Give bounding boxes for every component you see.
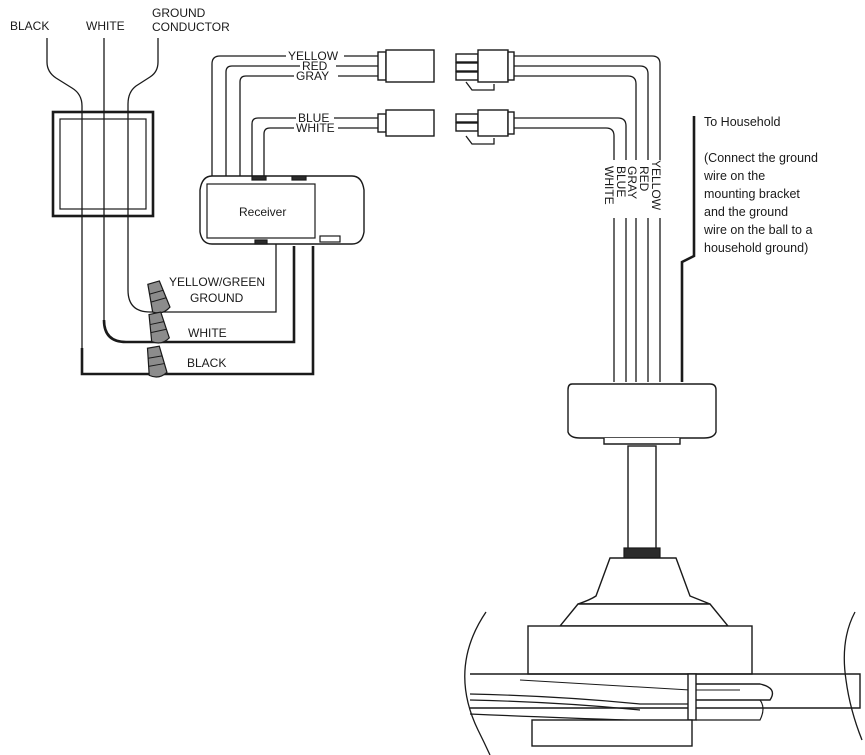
fan-label-blue: BLUE xyxy=(614,166,628,197)
fan-plug-3pin xyxy=(455,49,515,91)
supply-wire-ground xyxy=(127,38,159,290)
household-note-title: To Household xyxy=(704,115,780,129)
household-note-line: mounting bracket xyxy=(704,187,800,201)
junction-box xyxy=(51,110,155,218)
receiver-label: Receiver xyxy=(239,205,286,219)
output-label-yellow: YELLOW xyxy=(288,49,339,63)
output-label-white: WHITE xyxy=(296,121,335,135)
household-note-line: wire on the xyxy=(703,169,765,183)
fan-label-red: RED xyxy=(637,166,651,192)
receiver-plug-3pin xyxy=(377,49,435,83)
receiver-plug-2pin xyxy=(377,109,435,137)
fan-blade-left-edge xyxy=(464,611,491,755)
connector-label-yellow-green: YELLOW/GREEN xyxy=(169,275,265,289)
supply-label-ground-line1: GROUND xyxy=(152,6,206,20)
connector-label-black: BLACK xyxy=(187,356,226,370)
fan-wire-labels: YELLOW RED GRAY BLUE WHITE xyxy=(602,160,665,218)
fan-blade-arms xyxy=(469,673,861,747)
output-label-blue: BLUE xyxy=(298,111,329,125)
receiver-unit: Receiver xyxy=(199,175,365,245)
household-note: (Connect the ground wire on the mounting… xyxy=(703,151,818,255)
fan-motor-housing xyxy=(527,557,753,675)
connector-label-ground: GROUND xyxy=(190,291,244,305)
black-join-wire xyxy=(80,246,315,376)
fan-downrod xyxy=(623,445,661,559)
output-label-gray: GRAY xyxy=(296,69,329,83)
household-ground-wire xyxy=(680,116,696,382)
household-note-line: household ground) xyxy=(704,241,808,255)
supply-label-black: BLACK xyxy=(10,19,49,33)
wire-nut-white xyxy=(148,311,170,344)
fan-wires xyxy=(514,55,661,382)
fan-canopy xyxy=(567,383,717,445)
output-label-red: RED xyxy=(302,59,328,73)
supply-label-white: WHITE xyxy=(86,19,125,33)
wire-nut-black xyxy=(146,345,168,378)
fan-label-yellow: YELLOW xyxy=(649,160,663,211)
supply-wire-black xyxy=(46,38,83,348)
wire-nut-ground xyxy=(147,280,171,314)
white-join-wire xyxy=(102,246,296,344)
household-note-line: wire on the ball to a xyxy=(703,223,812,237)
household-note-line: (Connect the ground xyxy=(704,151,818,165)
supply-label-ground-line2: CONDUCTOR xyxy=(152,20,230,34)
connector-label-white: WHITE xyxy=(188,326,227,340)
ground-join-wire xyxy=(127,246,277,313)
fan-blade-right-edge xyxy=(843,611,863,741)
receiver-output-labels: YELLOW RED GRAY BLUE WHITE xyxy=(286,49,344,135)
fan-label-white: WHITE xyxy=(602,166,616,205)
fan-label-gray: GRAY xyxy=(625,166,639,199)
receiver-output-wires xyxy=(211,55,378,176)
household-note-line: and the ground xyxy=(704,205,788,219)
fan-plug-2pin xyxy=(455,109,515,145)
